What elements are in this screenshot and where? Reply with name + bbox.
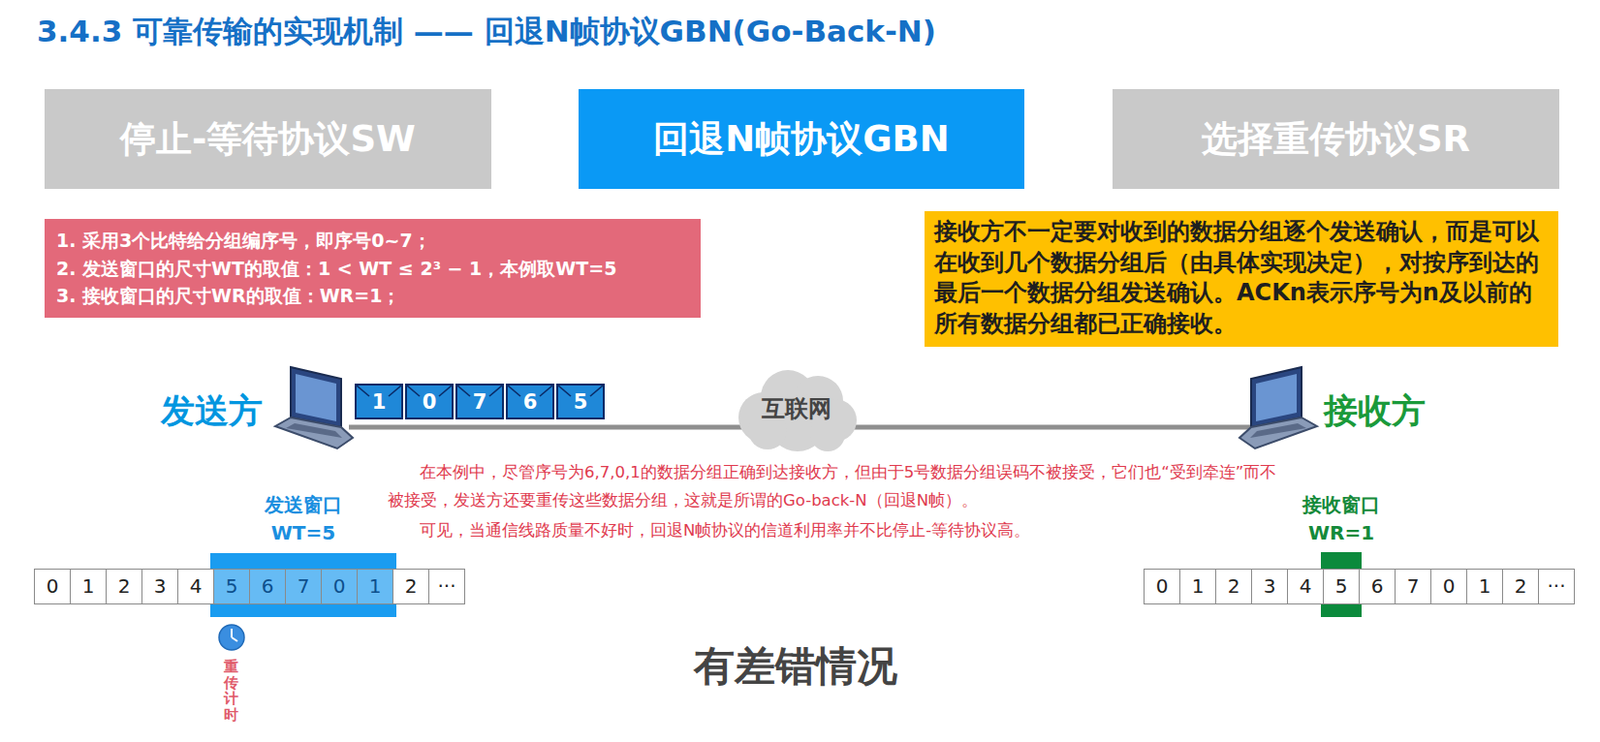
receiver-laptop xyxy=(1239,367,1318,449)
node-text: 2. 发送窗口的尺寸WT的取值：1 < WT ≤ 2³ − 1，本例取WT=5 xyxy=(56,254,690,283)
sequence-cell: 2 xyxy=(105,568,143,605)
sequence-cell: 5 xyxy=(1322,568,1360,605)
sequence-cell: 1 xyxy=(356,568,394,605)
sequence-cell: 3 xyxy=(141,568,179,605)
rule-box: 1. 采用3个比特给分组编序号，即序号0~7；2. 发送窗口的尺寸WT的取值：1… xyxy=(44,219,701,318)
internet-cloud: 互联网 xyxy=(734,364,858,454)
slide-title: 3.4.3 可靠传输的实现机制 —— 回退N帧协议GBN(Go-Back-N) xyxy=(36,11,937,53)
sequence-cell: 7 xyxy=(1394,568,1432,605)
window-size: WT=5 xyxy=(235,521,372,545)
sequence-cell: 0 xyxy=(320,568,358,605)
sequence-cell: 3 xyxy=(1251,568,1288,605)
sequence-cell: 4 xyxy=(1286,568,1324,605)
sequence-cell: 2 xyxy=(1502,568,1539,605)
node-text: 选择重传协议SR xyxy=(1201,115,1471,164)
packet-envelope: 7 xyxy=(455,383,504,420)
sequence-cell: 0 xyxy=(33,568,71,605)
sequence-cell: ··· xyxy=(428,568,466,605)
sequence-cell: 1 xyxy=(69,568,107,605)
node-text: 3. 接收窗口的尺寸WR的取值：WR=1； xyxy=(56,282,690,311)
timer-label: 重传计时 xyxy=(223,658,239,723)
explanation-note: 在本例中，尽管序号为6,7,0,1的数据分组正确到达接收方，但由于5号数据分组误… xyxy=(387,459,1280,516)
window-label: 接收窗口 xyxy=(1273,492,1410,519)
sequence-cell: 5 xyxy=(213,568,251,605)
packet-envelope: 0 xyxy=(405,383,454,420)
node-text: 5 xyxy=(573,390,589,414)
packet-envelope: 6 xyxy=(505,383,555,420)
node-text: 1. 采用3个比特给分组编序号，即序号0~7； xyxy=(56,226,690,255)
send-window xyxy=(210,553,397,618)
sender-laptop xyxy=(275,367,353,449)
window-label: 发送窗口 xyxy=(235,492,372,519)
side-label: 接收方 xyxy=(1323,388,1426,435)
sequence-cell: 1 xyxy=(1179,568,1217,605)
receive-window xyxy=(1320,552,1362,618)
sequence-cell: 4 xyxy=(177,568,215,605)
tab-box: 选择重传协议SR xyxy=(1112,89,1560,189)
note-box: 接收方不一定要对收到的数据分组逐个发送确认，而是可以在收到几个数据分组后（由具体… xyxy=(924,211,1559,347)
sequence-cell: 0 xyxy=(1143,568,1181,605)
node-text: 互联网 xyxy=(761,393,832,425)
packet-envelope: 1 xyxy=(354,383,404,420)
timer-icon xyxy=(219,625,245,651)
node-text: 7 xyxy=(472,390,488,414)
sequence-cell: 0 xyxy=(1430,568,1468,605)
tab-box: 停止-等待协议SW xyxy=(44,89,492,189)
node-text: 回退N帧协议GBN xyxy=(653,115,950,164)
sequence-cell: 2 xyxy=(392,568,430,605)
sequence-cell: 6 xyxy=(249,568,286,605)
packet-envelope: 5 xyxy=(556,383,605,420)
node-text: 6 xyxy=(523,390,538,414)
window-size: WR=1 xyxy=(1273,521,1410,545)
explanation-note: 可见，当通信线路质量不好时，回退N帧协议的信道利用率并不比停止-等待协议高。 xyxy=(387,517,1280,546)
side-label: 发送方 xyxy=(160,388,263,435)
node-text: 接收方不一定要对收到的数据分组逐个发送确认，而是可以在收到几个数据分组后（由具体… xyxy=(934,217,1549,341)
tab-box: 回退N帧协议GBN xyxy=(578,89,1025,189)
sequence-cell: 2 xyxy=(1215,568,1253,605)
node-text: 1 xyxy=(372,390,387,414)
sequence-cell: 7 xyxy=(284,568,322,605)
node-text: 0 xyxy=(422,390,438,414)
sequence-cell: 6 xyxy=(1358,568,1396,605)
sequence-cell: ··· xyxy=(1537,568,1575,605)
sequence-cell: 1 xyxy=(1466,568,1504,605)
node-text: 停止-等待协议SW xyxy=(120,115,416,164)
caption: 有差错情况 xyxy=(542,639,1049,694)
